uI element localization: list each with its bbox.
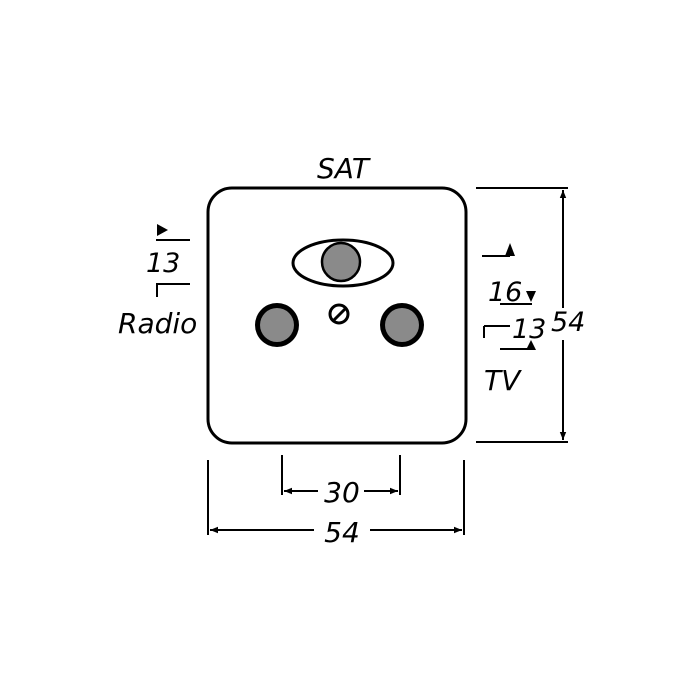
tv-marker-mid-arrow bbox=[526, 291, 536, 302]
tv-offset-dimension: 16 bbox=[488, 277, 522, 308]
sat-label: SAT bbox=[317, 152, 371, 185]
radio-height-dimension: 13 bbox=[146, 248, 180, 279]
height-dimension: 54 bbox=[551, 307, 585, 338]
tv-height-dimension: 13 bbox=[512, 314, 546, 345]
radio-marker-top-arrow bbox=[157, 224, 168, 236]
tv-label: TV bbox=[484, 364, 522, 397]
radio-label: Radio bbox=[118, 307, 197, 340]
radio-connector-inner bbox=[260, 308, 294, 342]
screw-slot bbox=[332, 307, 347, 322]
tv-marker-bottom-arrow bbox=[526, 340, 536, 350]
tv-marker-top-arrow bbox=[505, 243, 515, 256]
tv-connector-inner bbox=[385, 308, 419, 342]
width-dimension: 54 bbox=[324, 516, 360, 549]
sat-connector bbox=[320, 241, 362, 283]
spacing-dimension: 30 bbox=[324, 476, 360, 509]
